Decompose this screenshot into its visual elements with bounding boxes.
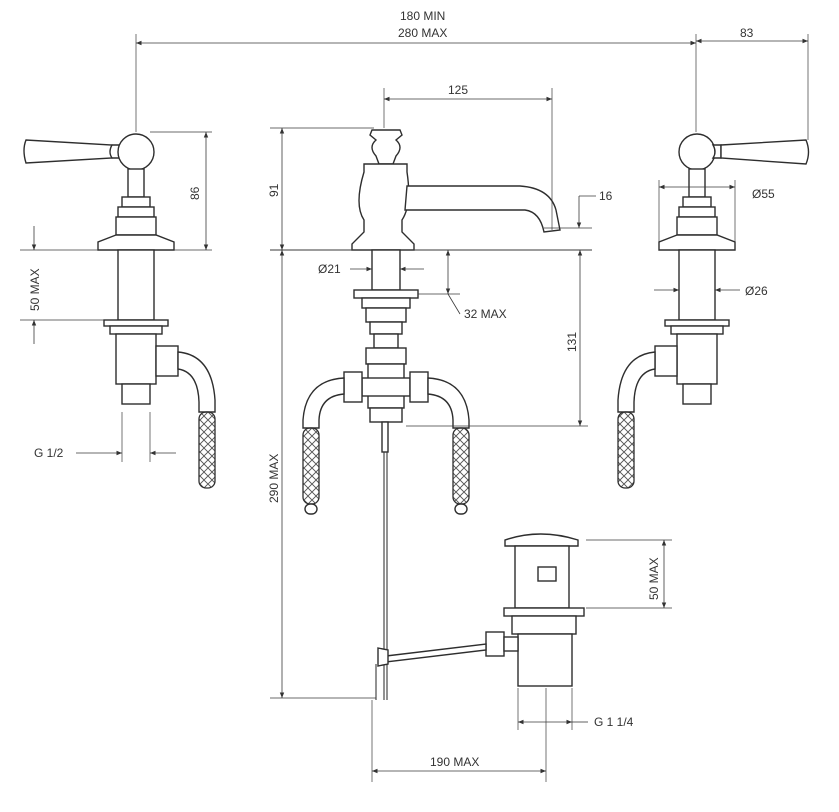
label-o26: Ø26 — [745, 284, 768, 298]
right-dimensions — [654, 180, 740, 293]
center-dimensions — [270, 88, 596, 699]
label-o21: Ø21 — [318, 262, 341, 276]
waste-dimensions — [371, 539, 672, 782]
label-o55: Ø55 — [752, 187, 775, 201]
label-125: 125 — [448, 83, 468, 97]
label-131: 131 — [565, 332, 579, 352]
label-280-max: 280 MAX — [398, 26, 447, 40]
label-180-min: 180 MIN — [400, 9, 445, 23]
label-g-1-2: G 1/2 — [34, 446, 64, 460]
label-g-1-1-4: G 1 1/4 — [594, 715, 634, 729]
label-32-max: 32 MAX — [464, 307, 507, 321]
label-290-max: 290 MAX — [267, 454, 281, 503]
popup-waste — [375, 533, 585, 700]
label-50-max-waste: 50 MAX — [647, 557, 661, 600]
top-overall-dimension — [135, 34, 809, 140]
label-190-max: 190 MAX — [430, 755, 479, 769]
label-91: 91 — [267, 183, 281, 197]
center-spout — [270, 129, 592, 700]
label-16: 16 — [599, 189, 613, 203]
label-50-max-left: 50 MAX — [28, 268, 42, 311]
left-handle-valve — [23, 133, 216, 489]
left-dimensions — [20, 131, 212, 462]
right-handle-valve — [617, 133, 810, 489]
label-83: 83 — [740, 26, 754, 40]
label-86: 86 — [188, 186, 202, 200]
